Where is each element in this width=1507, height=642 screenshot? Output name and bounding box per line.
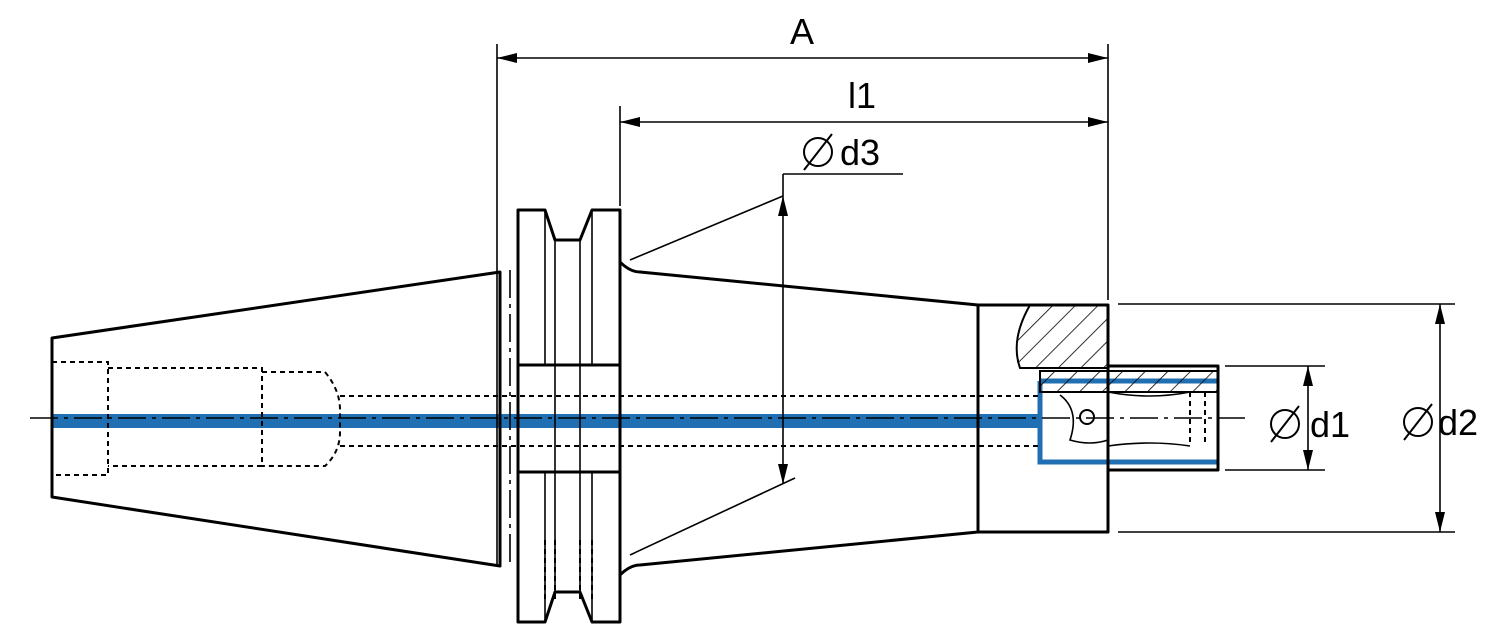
v-flange: [516, 208, 622, 624]
dimension-d2: d2: [1118, 303, 1478, 533]
label-d2: d2: [1438, 402, 1478, 443]
label-A: A: [790, 11, 814, 52]
label-d3: d3: [840, 132, 880, 173]
dimension-d3: d3: [629, 132, 903, 556]
section-hatch: [1015, 304, 1219, 393]
coolant-channel: [52, 378, 1218, 465]
diameter-symbol-icon: [1403, 403, 1433, 441]
diameter-symbol-icon: [803, 133, 833, 171]
dimension-l1: l1: [619, 75, 1108, 206]
diameter-symbol-icon: [1270, 405, 1300, 443]
gauge-face: [496, 44, 511, 568]
dimension-A: A: [497, 11, 1109, 300]
dimension-d1: d1: [1225, 365, 1350, 471]
label-l1: l1: [848, 75, 876, 116]
label-d1: d1: [1310, 404, 1350, 445]
